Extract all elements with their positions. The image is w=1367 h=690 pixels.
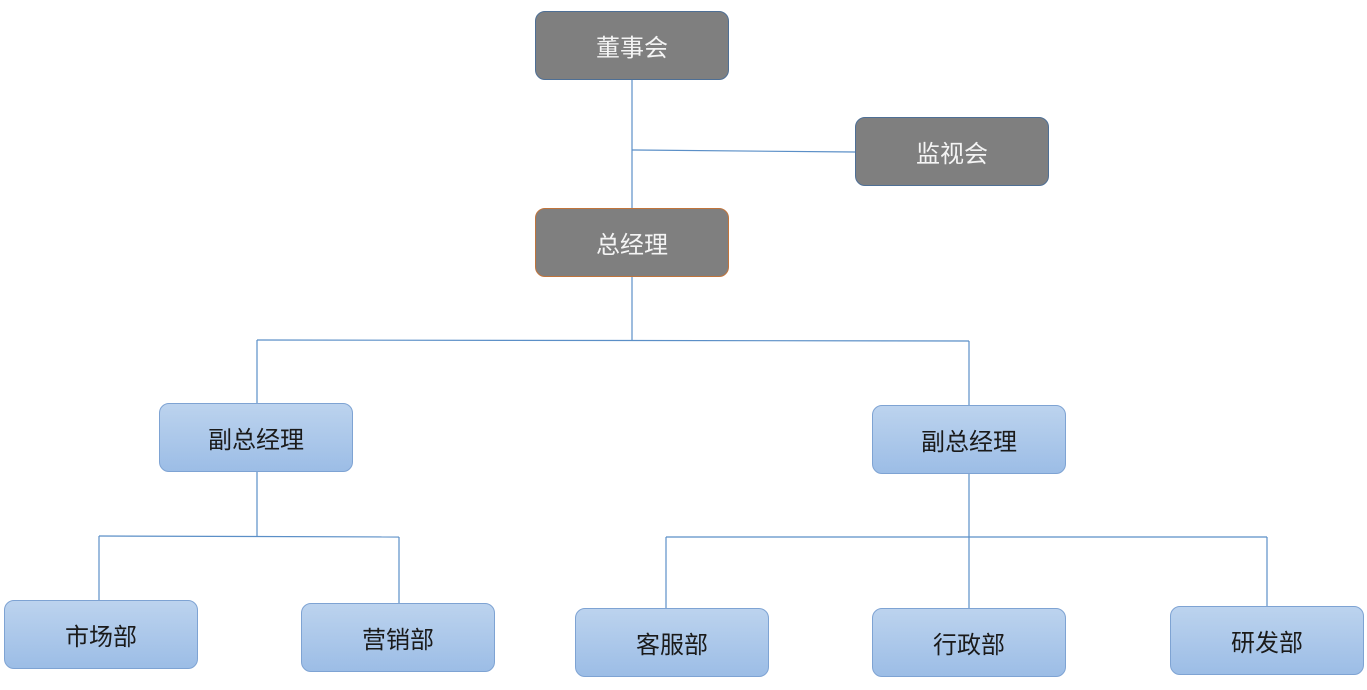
node-label: 总经理	[596, 231, 668, 259]
node-label: 副总经理	[921, 428, 1017, 456]
node-customer-service: 客服部	[575, 608, 769, 677]
node-board: 董事会	[535, 11, 729, 80]
node-supervisory: 监视会	[855, 117, 1049, 186]
node-label: 行政部	[933, 631, 1005, 659]
node-label: 监视会	[916, 140, 988, 168]
connector	[631, 149, 856, 153]
node-vp-left: 副总经理	[159, 403, 353, 472]
node-label: 副总经理	[208, 426, 304, 454]
node-marketing: 市场部	[4, 600, 198, 669]
connector	[256, 339, 970, 342]
node-sales: 营销部	[301, 603, 495, 672]
node-admin: 行政部	[872, 608, 1066, 677]
node-label: 客服部	[636, 631, 708, 659]
node-label: 营销部	[362, 626, 434, 654]
node-general-manager: 总经理	[535, 208, 729, 277]
node-rnd: 研发部	[1170, 606, 1364, 675]
node-label: 董事会	[596, 34, 668, 62]
node-vp-right: 副总经理	[872, 405, 1066, 474]
connector	[98, 535, 400, 538]
node-label: 研发部	[1231, 629, 1303, 657]
node-label: 市场部	[65, 623, 137, 651]
